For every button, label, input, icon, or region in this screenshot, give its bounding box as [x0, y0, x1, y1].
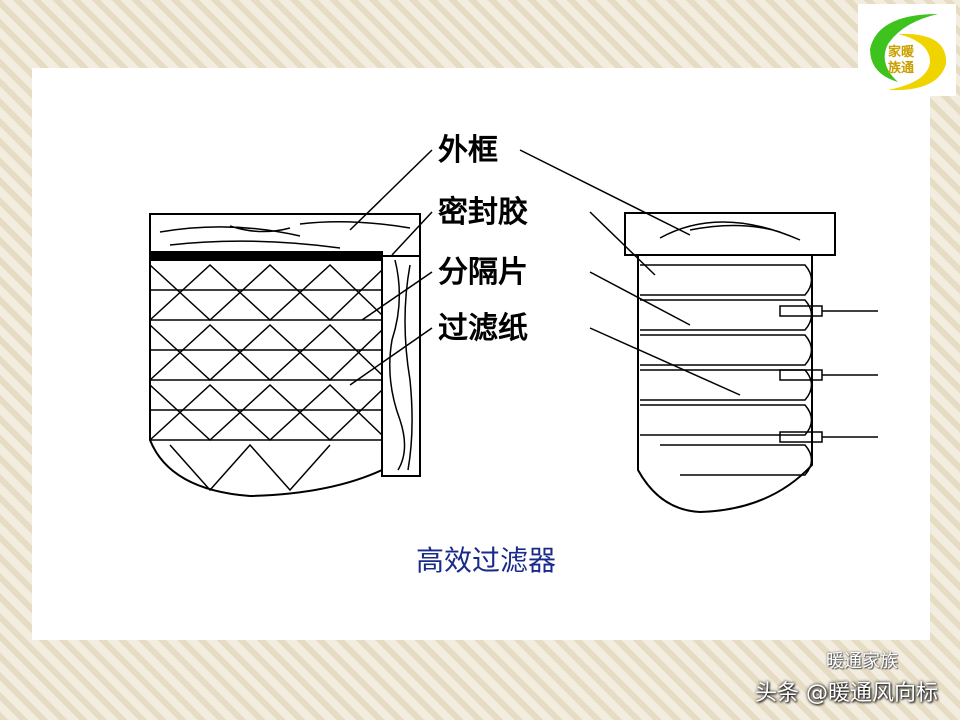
pleats — [640, 264, 878, 476]
outer-frame-side — [381, 256, 421, 477]
label-filter-paper: 过滤纸 — [438, 311, 528, 346]
diagram-caption: 高效过滤器 — [416, 544, 556, 577]
filter-pack-outline — [149, 260, 383, 498]
svg-text:家暖: 家暖 — [888, 44, 915, 60]
right-section — [624, 212, 878, 514]
right-outer-frame — [624, 212, 836, 256]
label-separator: 分隔片 — [438, 255, 528, 290]
svg-text:族通: 族通 — [888, 60, 914, 76]
label-outer-frame: 外框 — [438, 133, 498, 168]
logo: 家暖 族通 — [858, 4, 956, 96]
left-section — [149, 213, 421, 498]
sub-watermark: 暖通家族 — [826, 651, 898, 672]
filter-paper-zigzag — [149, 263, 383, 492]
sealant-layer — [149, 251, 383, 261]
leader-lines — [349, 149, 741, 396]
outer-frame-top — [149, 213, 421, 257]
logo-swoosh-icon: 家暖 族通 — [870, 14, 947, 91]
label-sealant: 密封胶 — [438, 195, 528, 230]
right-filter-outline — [637, 255, 813, 514]
footer-watermark: 头条 @暖通风向标 — [755, 681, 938, 706]
separator-lines — [150, 289, 382, 441]
